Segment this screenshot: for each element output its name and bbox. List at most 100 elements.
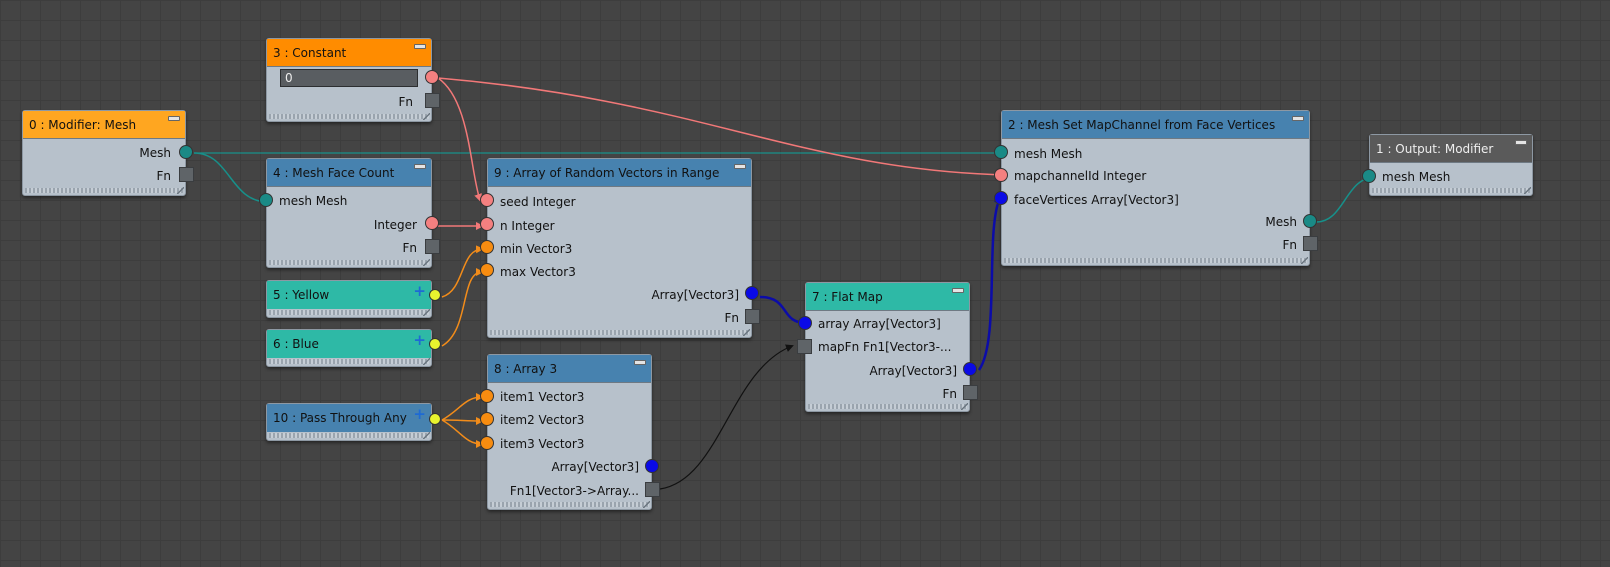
array3-item3-input-port[interactable] <box>480 436 494 450</box>
minimize-icon[interactable] <box>1515 140 1527 145</box>
wire-yellow-to-min <box>441 245 484 298</box>
setmap-fn-port[interactable] <box>1303 236 1318 251</box>
node-header[interactable]: 6 : Blue + <box>267 330 431 358</box>
resize-grip-icon[interactable] <box>643 501 650 508</box>
blue-output-port[interactable] <box>429 338 441 350</box>
node-pass-through-any[interactable]: 10 : Pass Through Any + <box>266 403 432 441</box>
node-modifier-mesh[interactable]: 0 : Modifier: Mesh Mesh Fn <box>22 110 186 196</box>
output-mesh-input-port[interactable] <box>1362 169 1376 183</box>
node-flat-map[interactable]: 7 : Flat Map array Array[Vector3] mapFn … <box>805 282 970 412</box>
array-output-label: Array[Vector3] <box>551 460 639 474</box>
fn-label: Fn <box>1282 238 1297 252</box>
setmap-mapchannel-input-port[interactable] <box>994 168 1008 182</box>
max-input-label: max Vector3 <box>500 265 576 279</box>
node-mesh-set-mapchannel[interactable]: 2 : Mesh Set MapChannel from Face Vertic… <box>1001 110 1310 266</box>
resize-grip-icon[interactable] <box>177 187 184 194</box>
flatmap-array-input-port[interactable] <box>798 316 812 330</box>
setmap-mesh-output-port[interactable] <box>1303 214 1317 228</box>
constant-fn-port[interactable] <box>425 93 440 108</box>
node-header[interactable]: 1 : Output: Modifier <box>1370 135 1532 163</box>
node-header[interactable]: 0 : Modifier: Mesh <box>23 111 185 139</box>
mesh-input-label: mesh Mesh <box>279 194 348 208</box>
expand-icon[interactable]: + <box>413 282 426 300</box>
pass-through-output-port[interactable] <box>429 413 441 425</box>
node-footer <box>490 330 749 335</box>
fn1-output-label: Fn1[Vector3->Array... <box>509 484 639 498</box>
array-output-label: Array[Vector3] <box>651 288 739 302</box>
random-n-input-port[interactable] <box>480 217 494 231</box>
facecount-fn-port[interactable] <box>425 239 440 254</box>
expand-icon[interactable]: + <box>413 331 426 349</box>
array3-array-output-port[interactable] <box>645 459 659 473</box>
minimize-icon[interactable] <box>414 44 426 49</box>
node-mesh-face-count[interactable]: 4 : Mesh Face Count mesh Mesh Integer Fn <box>266 158 432 268</box>
node-footer <box>1372 188 1530 193</box>
resize-grip-icon[interactable] <box>423 309 430 316</box>
node-header[interactable]: 8 : Array 3 <box>488 355 651 383</box>
resize-grip-icon[interactable] <box>743 329 750 336</box>
flatmap-array-output-port[interactable] <box>963 362 977 376</box>
node-title: 2 : Mesh Set MapChannel from Face Vertic… <box>1008 118 1276 132</box>
modifier-fn-port[interactable] <box>179 167 194 182</box>
resize-grip-icon[interactable] <box>423 358 430 365</box>
node-blue[interactable]: 6 : Blue + <box>266 329 432 367</box>
node-title: 10 : Pass Through Any <box>273 411 407 425</box>
node-header[interactable]: 4 : Mesh Face Count <box>267 159 431 187</box>
random-min-input-port[interactable] <box>480 240 494 254</box>
mesh-output-label: Mesh <box>139 146 171 160</box>
node-footer <box>808 404 967 409</box>
integer-output-label: Integer <box>373 218 417 232</box>
node-footer <box>490 502 649 507</box>
node-yellow[interactable]: 5 : Yellow + <box>266 280 432 318</box>
node-constant[interactable]: 3 : Constant Fn <box>266 38 432 122</box>
node-title: 3 : Constant <box>273 46 347 60</box>
wire-pass-to-item1 <box>441 393 484 421</box>
node-header[interactable]: 9 : Array of Random Vectors in Range <box>488 159 751 187</box>
constant-output-port[interactable] <box>425 70 439 84</box>
resize-grip-icon[interactable] <box>1524 187 1531 194</box>
node-header[interactable]: 10 : Pass Through Any + <box>267 404 431 432</box>
resize-grip-icon[interactable] <box>423 259 430 266</box>
minimize-icon[interactable] <box>634 360 646 365</box>
node-header[interactable]: 2 : Mesh Set MapChannel from Face Vertic… <box>1002 111 1309 139</box>
node-random-vectors[interactable]: 9 : Array of Random Vectors in Range see… <box>487 158 752 338</box>
array3-item2-input-port[interactable] <box>480 412 494 426</box>
array3-fn1-output-port[interactable] <box>645 482 660 497</box>
minimize-icon[interactable] <box>168 116 180 121</box>
resize-grip-icon[interactable] <box>423 113 430 120</box>
node-footer <box>269 260 429 265</box>
minimize-icon[interactable] <box>734 164 746 169</box>
facecount-integer-output-port[interactable] <box>425 216 439 230</box>
minimize-icon[interactable] <box>952 288 964 293</box>
node-title: 8 : Array 3 <box>494 362 558 376</box>
random-array-output-port[interactable] <box>745 286 759 300</box>
resize-grip-icon[interactable] <box>1301 257 1308 264</box>
expand-icon[interactable]: + <box>413 405 426 423</box>
random-seed-input-port[interactable] <box>480 193 494 207</box>
setmap-mesh-input-port[interactable] <box>994 145 1008 159</box>
array-input-label: array Array[Vector3] <box>818 317 941 331</box>
resize-grip-icon[interactable] <box>423 432 430 439</box>
minimize-icon[interactable] <box>1292 116 1304 121</box>
node-footer <box>269 310 429 315</box>
node-output-modifier[interactable]: 1 : Output: Modifier mesh Mesh <box>1369 134 1533 196</box>
flatmap-mapfn-input-port[interactable] <box>797 339 812 354</box>
flatmap-fn-port[interactable] <box>963 385 978 400</box>
node-header[interactable]: 7 : Flat Map <box>806 283 969 311</box>
fn-label: Fn <box>156 169 171 183</box>
random-fn-port[interactable] <box>745 309 760 324</box>
minimize-icon[interactable] <box>414 164 426 169</box>
node-header[interactable]: 3 : Constant <box>267 39 431 67</box>
node-footer <box>269 114 429 119</box>
yellow-output-port[interactable] <box>429 289 441 301</box>
constant-value-input[interactable] <box>280 69 418 87</box>
node-title: 7 : Flat Map <box>812 290 883 304</box>
setmap-facevertices-input-port[interactable] <box>994 191 1008 205</box>
node-array3[interactable]: 8 : Array 3 item1 Vector3 item2 Vector3 … <box>487 354 652 510</box>
facecount-mesh-input-port[interactable] <box>259 193 273 207</box>
node-header[interactable]: 5 : Yellow + <box>267 281 431 309</box>
array3-item1-input-port[interactable] <box>480 389 494 403</box>
random-max-input-port[interactable] <box>480 263 494 277</box>
modifier-mesh-output-port[interactable] <box>179 145 193 159</box>
resize-grip-icon[interactable] <box>961 403 968 410</box>
